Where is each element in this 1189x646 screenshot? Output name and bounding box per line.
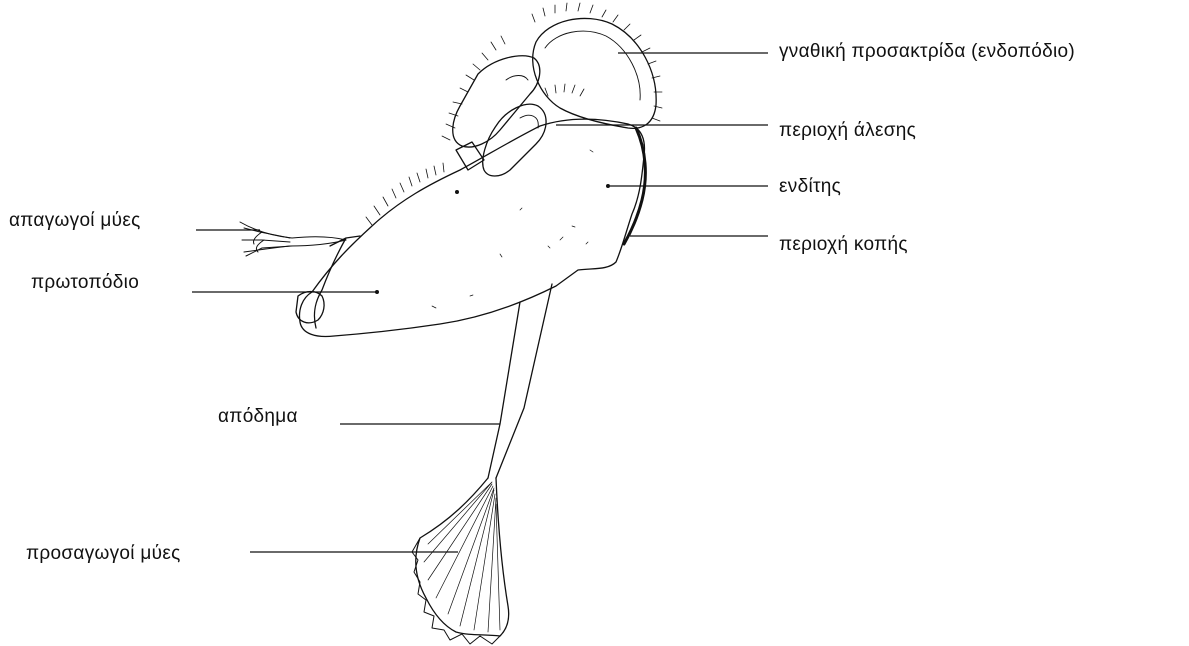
knob-left [456, 142, 484, 170]
label-cutting-area: περιοχή κοπής [779, 234, 908, 256]
label-protopodite: πρωτοπόδιο [31, 272, 139, 294]
label-apodeme: απόδημα [218, 406, 298, 428]
label-abductor-muscles: απαγωγοί μύες [9, 210, 141, 232]
leader-lines [192, 53, 768, 552]
gnathic-lobe-shape [533, 18, 656, 128]
label-endite: ενδίτης [779, 176, 841, 198]
label-gnathic-lobe: γναθική προσακτρίδα (ενδοπόδιο) [779, 41, 1075, 63]
label-grinding-area: περιοχή άλεσης [779, 120, 916, 142]
abductor-muscles-shape [240, 222, 346, 256]
apodeme-shape [488, 284, 552, 478]
pointer-dots [375, 184, 610, 294]
adductor-muscles-shape [412, 478, 509, 644]
stipple-marks [432, 150, 593, 308]
label-adductor-muscles: προσαγωγοί μύες [26, 543, 181, 565]
protopod-joint [314, 236, 360, 328]
knob-inner [506, 76, 538, 129]
gnathic-lobe-inner [545, 31, 640, 100]
